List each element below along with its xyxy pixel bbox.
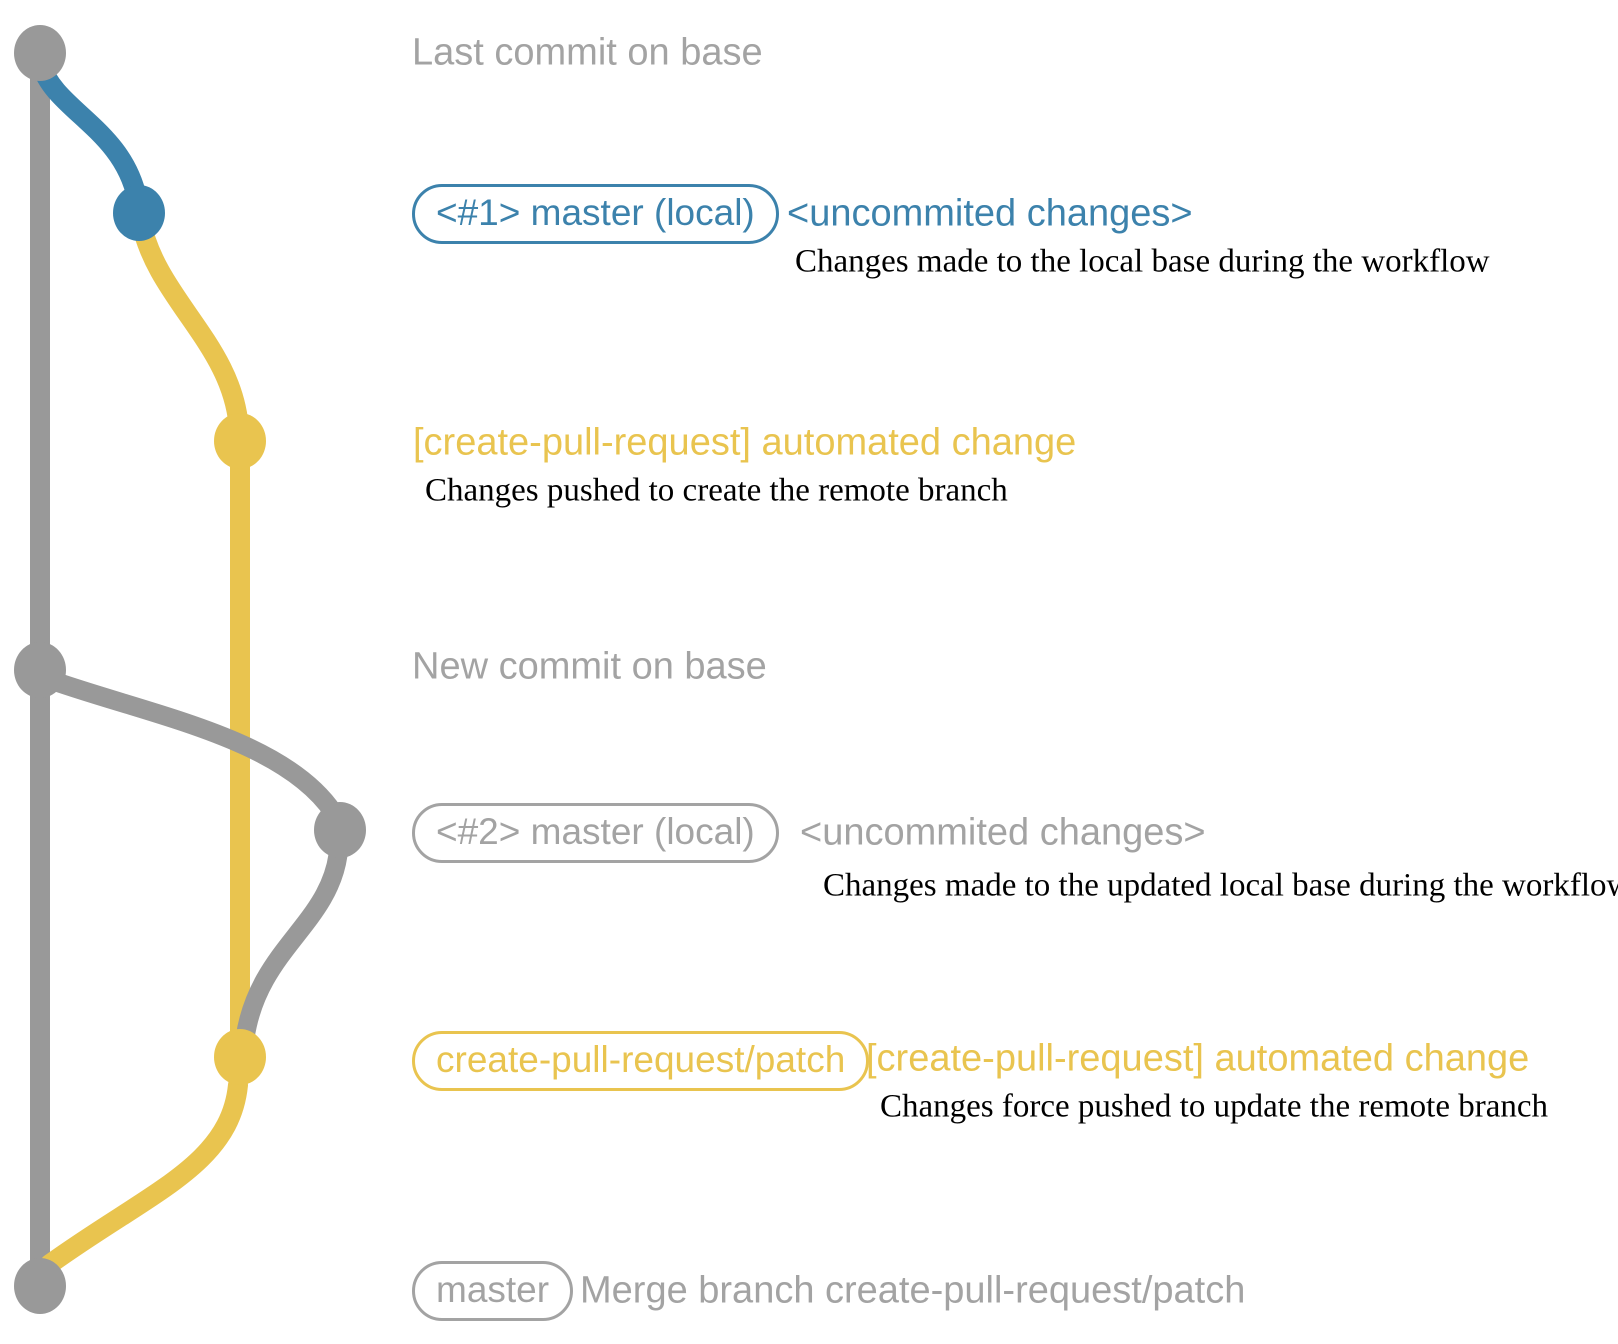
commit-dot-local-1 <box>113 185 165 241</box>
branch-badge-master-local-1: <#1> master (local) <box>412 184 779 244</box>
commit-dot-local-2 <box>314 802 366 858</box>
commit2-description: Changes made to the updated local base d… <box>823 867 1618 904</box>
uncommitted-changes-label-1: <uncommited changes> <box>787 192 1193 235</box>
merge-commit-message: Merge branch create-pull-request/patch <box>580 1269 1246 1312</box>
local-branch-curve-1 <box>31 54 147 208</box>
push1-description: Changes pushed to create the remote bran… <box>425 472 1008 509</box>
commit-dot-remote-1 <box>214 413 266 469</box>
remote-branch-curve-1 <box>131 212 249 440</box>
push1-commit-message: [create-pull-request] automated change <box>413 421 1077 464</box>
force-push-curve <box>235 845 348 1048</box>
commit-dot-remote-2 <box>214 1029 266 1085</box>
push2-commit-message: [create-pull-request] automated change <box>866 1037 1530 1080</box>
local-branch-curve-2 <box>35 668 343 822</box>
branch-badge-master-local-2: <#2> master (local) <box>412 803 779 863</box>
commit-dot-last-base <box>14 25 66 81</box>
new-commit-label: New commit on base <box>412 645 767 688</box>
push2-description: Changes force pushed to update the remot… <box>880 1088 1549 1125</box>
branch-badge-master: master <box>412 1261 574 1321</box>
commit1-description: Changes made to the local base during th… <box>795 243 1490 280</box>
last-commit-label: Last commit on base <box>412 31 763 74</box>
commit-dot-new-base <box>14 642 66 698</box>
commit-dot-merge <box>14 1258 66 1314</box>
branch-badge-patch: create-pull-request/patch <box>412 1031 870 1091</box>
uncommitted-changes-label-2: <uncommited changes> <box>800 811 1206 854</box>
merge-curve <box>40 1075 248 1274</box>
